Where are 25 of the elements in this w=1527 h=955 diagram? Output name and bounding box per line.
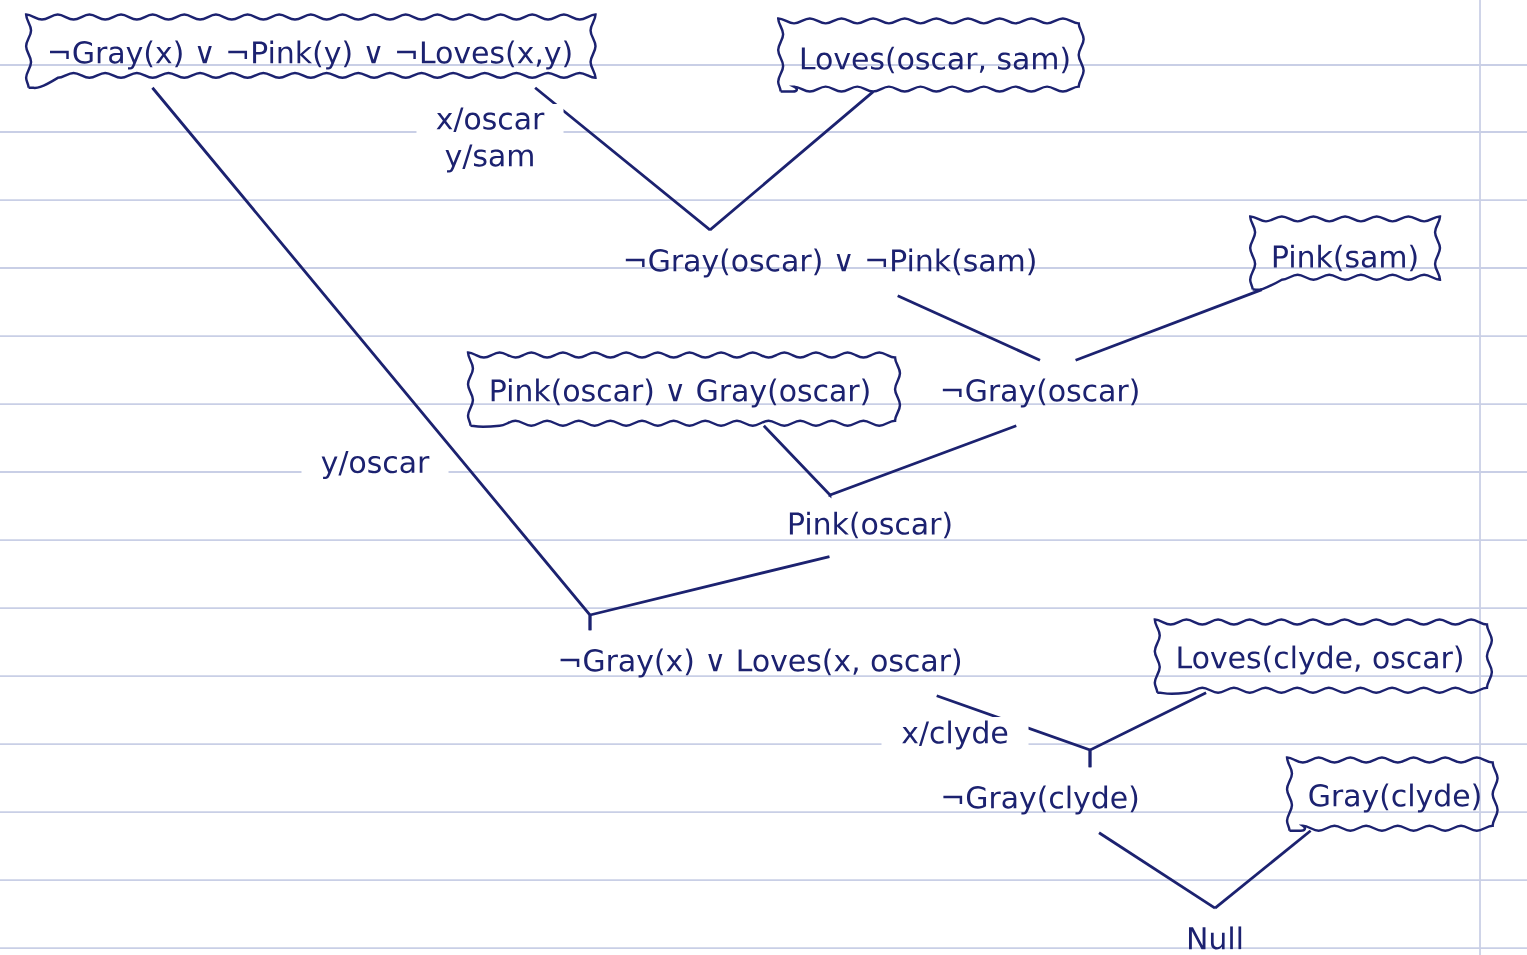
resolution-line [1088,691,1207,768]
clause-box: Loves(clyde, oscar) [1153,618,1494,696]
resolution-line [708,90,875,232]
clause-text: Pink(oscar) [789,511,951,539]
resolution-line [588,555,830,631]
clause-box: Gray(clyde) [1285,756,1499,832]
clause-text: ¬Gray(oscar) [942,378,1138,408]
resolution-line [1098,831,1216,910]
clause-box: Loves(oscar, sam) [777,17,1085,93]
substitution-label: x/clyde [881,717,1029,753]
clause-box: Pink(sam) [1248,215,1442,292]
substitution-label: y/oscar [301,447,449,483]
clause-text: Null [1189,926,1242,950]
clause-text: ¬Gray(oscar) ∨ ¬Pink(sam) [625,248,1035,278]
resolution-line [897,294,1041,362]
resolution-line [1075,288,1263,362]
clause-text: ¬Gray(x) ∨ Loves(x, oscar) [560,648,961,678]
resolution-line [1214,829,1312,910]
resolution-line [762,424,832,499]
resolution-line [828,424,1017,498]
clause-box: ¬Gray(x) ∨ ¬Pink(y) ∨ ¬Loves(x,y) [24,13,597,90]
clause-box: Pink(oscar) ∨ Gray(oscar) [466,351,902,429]
clause-text: ¬Gray(clyde) [943,785,1138,815]
substitution-label: x/oscar y/sam [416,104,564,176]
resolution-line [534,86,712,232]
